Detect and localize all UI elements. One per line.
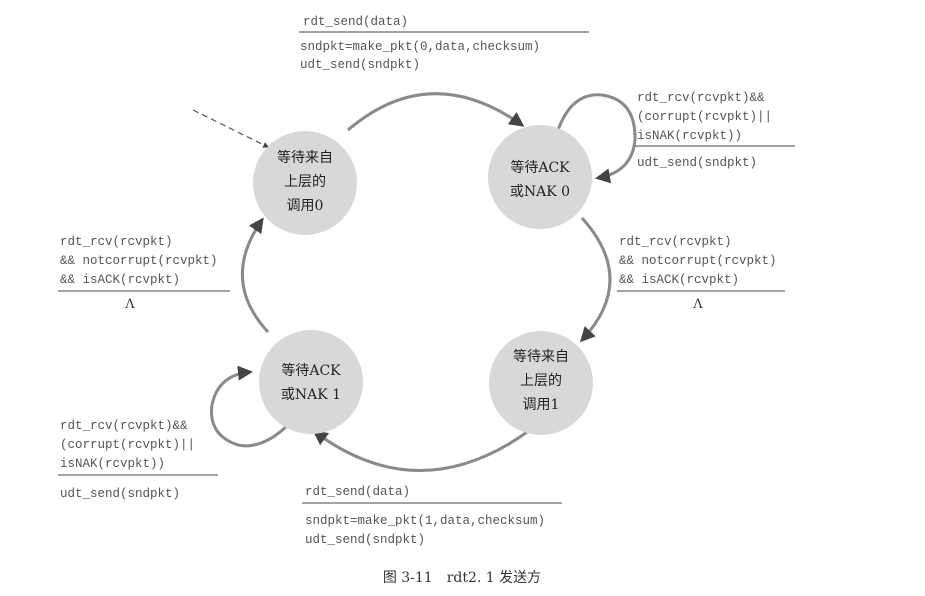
arc-s1-to-s2 [579,216,612,343]
transition-event: && isACK(rcvpkt) [60,273,180,287]
state-label-line: 或NAK 0 [510,184,570,200]
lambda-action: Λ [124,297,135,312]
transition-label-left: rdt_rcv(rcvpkt) && notcorrupt(rcvpkt) &&… [58,235,230,312]
transition-label-right: rdt_rcv(rcvpkt) && notcorrupt(rcvpkt) &&… [617,235,785,312]
transition-label-right-self-loop: rdt_rcv(rcvpkt)&& (corrupt(rcvpkt)|| isN… [635,91,795,170]
state-wait-ack-nak-0: 等待ACK 或NAK 0 [488,125,592,229]
transition-event: isNAK(rcvpkt)) [637,129,742,143]
self-loop-s3 [210,365,290,448]
transition-action: udt_send(sndpkt) [305,533,425,547]
transition-action: sndpkt=make_pkt(0,data,checksum) [300,40,540,54]
arc-s2-to-s3 [312,428,531,472]
state-label-line: 等待来自 [513,348,569,365]
arc-s0-to-s1 [347,92,525,132]
transition-label-left-self-loop: rdt_rcv(rcvpkt)&& (corrupt(rcvpkt)|| isN… [58,419,218,501]
state-label-line: 或NAK 1 [281,387,341,403]
transition-event: rdt_rcv(rcvpkt)&& [637,91,765,105]
figure-caption: 图 3-11 rdt2. 1 发送方 [383,570,541,586]
transition-event: rdt_rcv(rcvpkt) [619,235,732,249]
transition-event: rdt_rcv(rcvpkt) [60,235,173,249]
state-label-line: 等待来自 [277,149,333,166]
state-wait-ack-nak-1: 等待ACK 或NAK 1 [259,330,363,434]
transition-action: sndpkt=make_pkt(1,data,checksum) [305,514,545,528]
transition-event: (corrupt(rcvpkt)|| [60,438,195,452]
state-label-line: 调用0 [287,198,324,214]
transition-event: && notcorrupt(rcvpkt) [619,254,777,268]
transition-event: isNAK(rcvpkt)) [60,457,165,471]
self-loop-s1 [556,93,637,184]
transition-label-top: rdt_send(data) sndpkt=make_pkt(0,data,ch… [299,15,589,72]
transition-label-bottom: rdt_send(data) sndpkt=make_pkt(1,data,ch… [302,485,562,547]
transition-event: rdt_send(data) [303,15,408,29]
state-label-line: 等待ACK [281,362,341,379]
transition-event: rdt_send(data) [305,485,410,499]
arc-s3-to-s0 [241,217,270,334]
transition-event: rdt_rcv(rcvpkt)&& [60,419,188,433]
transition-action: udt_send(sndpkt) [300,58,420,72]
lambda-action: Λ [692,297,703,312]
transition-event: && notcorrupt(rcvpkt) [60,254,218,268]
transition-action: udt_send(sndpkt) [60,487,180,501]
state-label-line: 上层的 [284,174,326,190]
state-label-line: 调用1 [523,397,560,413]
state-wait-call-0: 等待来自 上层的 调用0 [253,131,357,235]
initial-state-arrow [192,109,270,148]
state-label-line: 上层的 [520,373,562,389]
transition-event: && isACK(rcvpkt) [619,273,739,287]
state-label-line: 等待ACK [510,159,570,176]
transition-action: udt_send(sndpkt) [637,156,757,170]
transition-event: (corrupt(rcvpkt)|| [637,110,772,124]
state-wait-call-1: 等待来自 上层的 调用1 [489,331,593,435]
